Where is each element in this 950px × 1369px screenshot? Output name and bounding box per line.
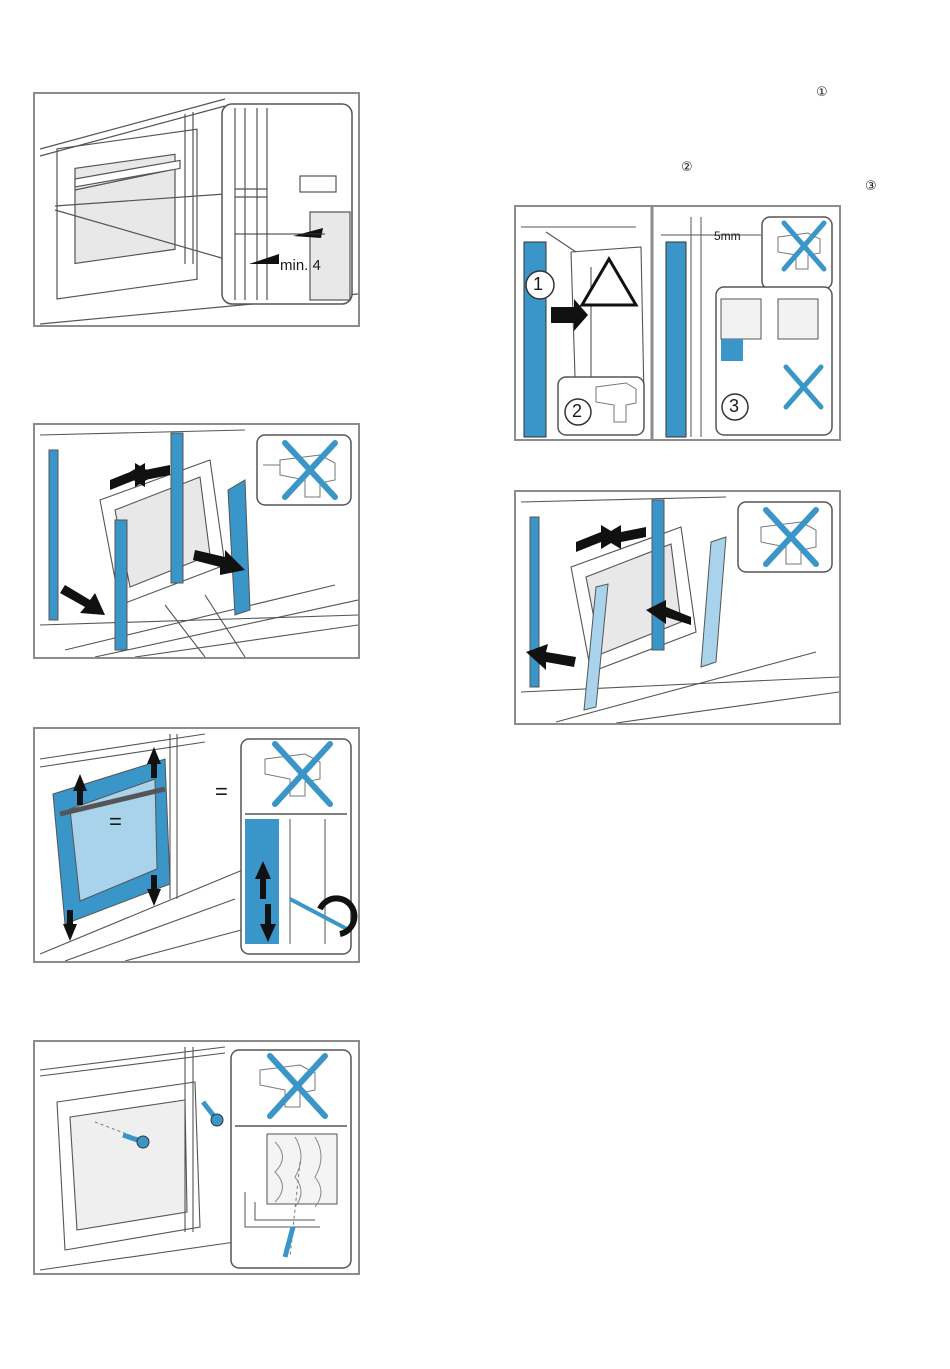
figure-door-alignment: = =: [33, 727, 360, 963]
door-alignment-illustration: [35, 729, 358, 961]
step-marker-1: ①: [816, 86, 828, 100]
step-2-label: 2: [572, 401, 582, 422]
min-gap-label: min. 4: [280, 257, 321, 274]
equal-mark-top: =: [215, 779, 228, 805]
equal-mark-left: =: [109, 809, 122, 835]
figure-screw-fastening: [33, 1040, 360, 1275]
step-1-label: 1: [533, 274, 543, 295]
figure-strip-removal: [33, 423, 360, 659]
install-steps-illustration: [516, 207, 839, 439]
gap-5mm-label: 5mm: [714, 229, 741, 243]
figure-install-steps: 1 2 3 5mm: [514, 205, 841, 441]
step-marker-3: ③: [865, 180, 877, 194]
figure-strip-installation: [514, 490, 841, 725]
oven-gap-illustration: [35, 94, 358, 325]
step-3-label: 3: [729, 396, 739, 417]
figure-oven-gap: min. 4: [33, 92, 360, 327]
strip-removal-illustration: [35, 425, 358, 657]
screw-fastening-illustration: [35, 1042, 358, 1273]
step-marker-2: ②: [681, 161, 693, 175]
strip-installation-illustration: [516, 492, 839, 723]
